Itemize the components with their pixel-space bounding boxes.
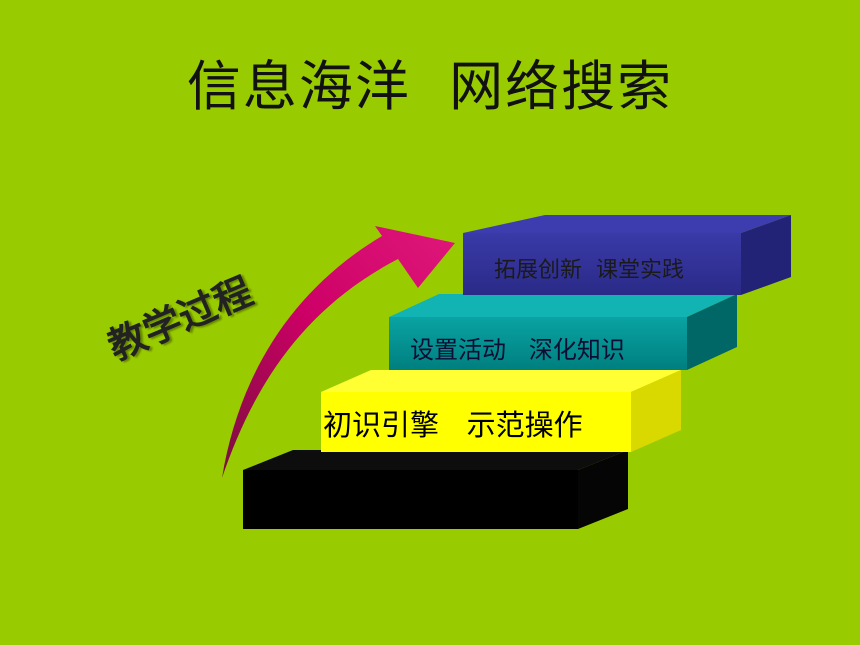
step-teal <box>389 294 737 370</box>
rising-arrow <box>222 226 455 478</box>
step-yellow <box>321 370 681 452</box>
step-navy-label: 拓展创新 课堂实践 <box>494 258 684 283</box>
slide-title: 信息海洋 网络搜索 <box>186 55 674 118</box>
step-base <box>243 450 628 529</box>
step-teal-label: 设置活动 深化知识 <box>410 336 625 364</box>
step-yellow-label: 初识引擎 示范操作 <box>323 408 583 442</box>
step-navy <box>463 215 791 295</box>
